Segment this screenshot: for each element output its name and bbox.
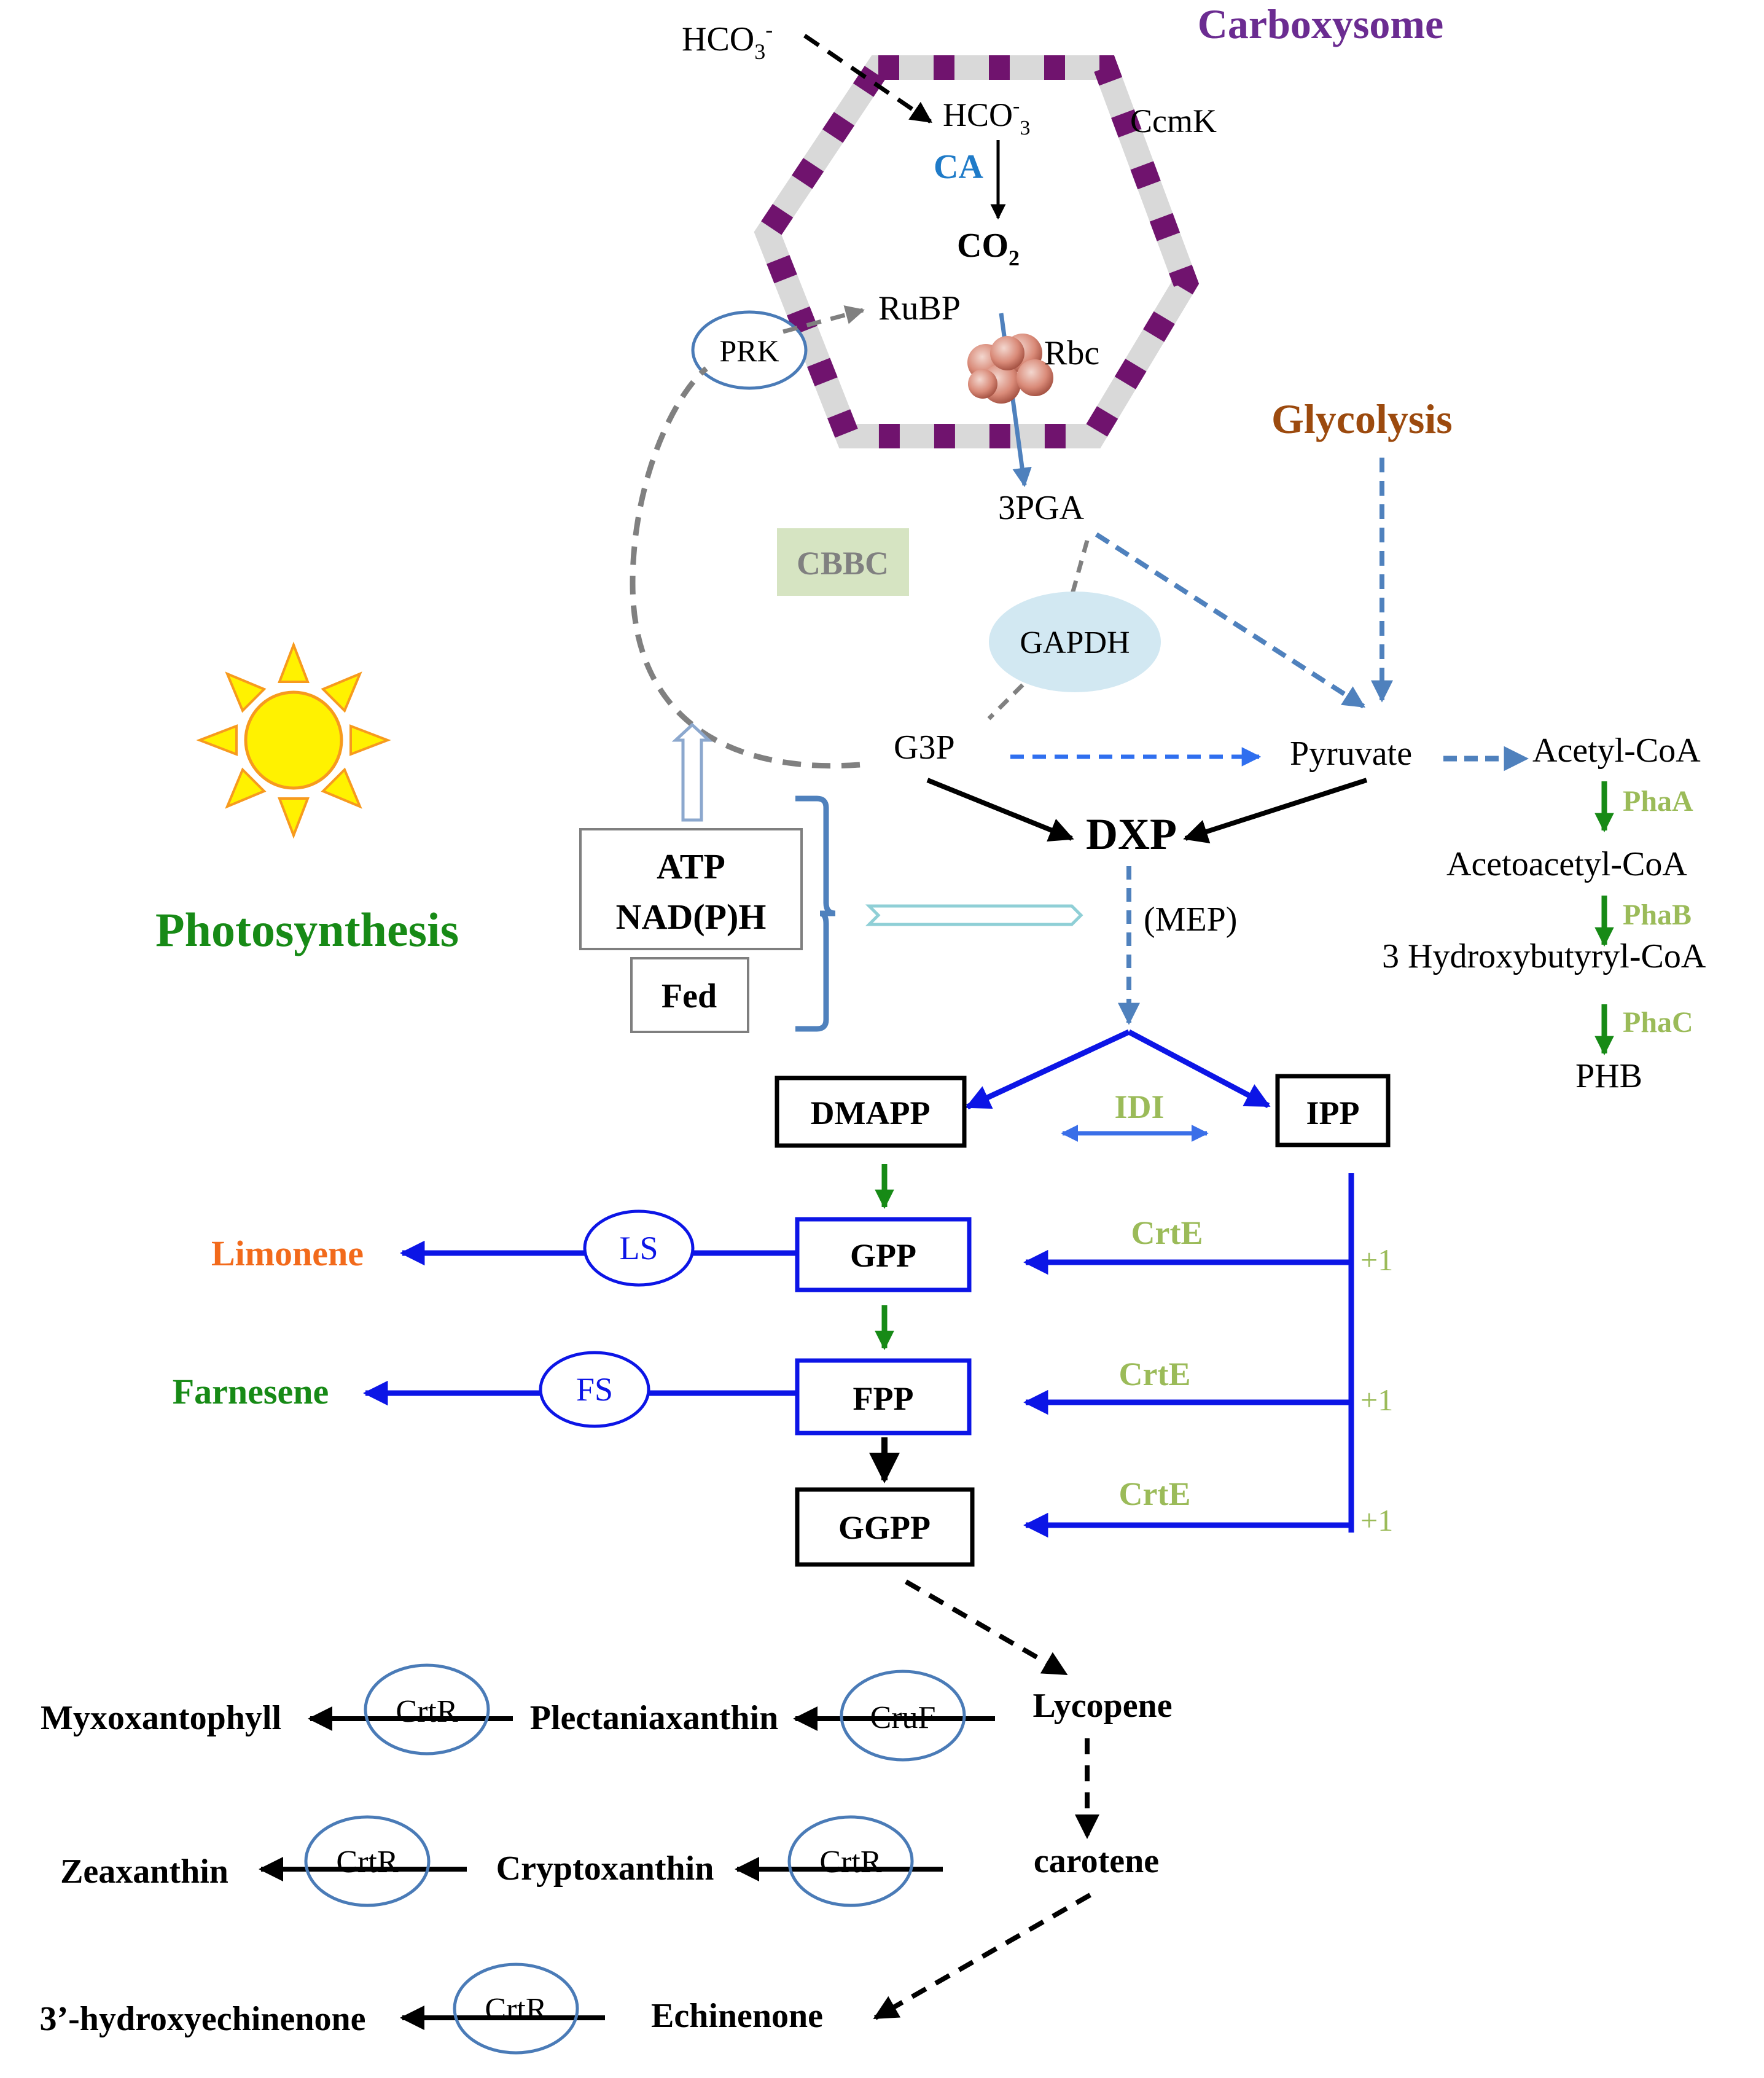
rubp-label: RuBP (878, 289, 961, 327)
3pga-to-pyruvate-arrow (1095, 532, 1366, 709)
crtr-enzyme-3 (304, 1815, 431, 1907)
idi-label: IDI (1114, 1088, 1164, 1125)
g3p-label: G3P (894, 728, 955, 767)
dmapp-box (775, 1076, 967, 1148)
mep-to-dmapp-arrow (965, 1029, 1130, 1110)
carboxysome-shell-icon (754, 55, 1200, 448)
dmapp-label: DMAPP (811, 1095, 931, 1131)
glycolysis-label: Glycolysis (1271, 396, 1453, 442)
energy-up-arrow (671, 722, 713, 822)
g3p-to-dxp-arrow (926, 778, 1074, 842)
plus1-label-3: +1 (1360, 1503, 1393, 1537)
energy-bracket (795, 795, 836, 1032)
carboxysome-title: Carboxysome (1198, 1, 1443, 47)
hco3-inside-label: HCO-3 (943, 95, 1030, 139)
pyruvate-to-dxp-arrow (1183, 778, 1368, 844)
crte-label-1: CrtE (1131, 1214, 1203, 1251)
cbbc-box (777, 528, 909, 596)
prk-label: PRK (719, 334, 779, 368)
mep-to-ipp-arrow (1127, 1029, 1271, 1108)
photosynthesis-label: Photosynthesis (155, 903, 459, 956)
ccmk-label: CcmK (1130, 103, 1217, 139)
3pga-label: 3PGA (998, 489, 1085, 527)
rubisco-icon (967, 334, 1053, 404)
crte-label-3: CrtE (1119, 1475, 1191, 1512)
farnesene-label: Farnesene (173, 1372, 329, 1412)
zeaxanthin-label: Zeaxanthin (60, 1853, 228, 1891)
limonene-label: Limonene (211, 1233, 364, 1273)
crtr-enzyme-1 (364, 1663, 490, 1756)
hco3-uptake-arrow (803, 34, 932, 123)
crtr-enzyme-4 (453, 1963, 579, 2055)
ggpp-box (795, 1487, 975, 1567)
echinenone-label: Echinenone (651, 1997, 823, 2035)
gapdh-label: GAPDH (1020, 625, 1130, 660)
ggpp-to-lycopene-arrow (905, 1579, 1068, 1676)
cruf-enzyme (840, 1670, 966, 1762)
gapdh-enzyme (989, 592, 1161, 692)
fs-enzyme (539, 1351, 650, 1428)
crtr-label-2: CrtR (819, 1845, 881, 1880)
gpp-box (795, 1217, 972, 1292)
fs-label: FS (576, 1371, 613, 1408)
atp-label: ATP (657, 846, 725, 886)
gpp-label: GPP (850, 1237, 916, 1274)
ggpp-label: GGPP (838, 1509, 931, 1546)
phaC-label: PhaC (1623, 1006, 1693, 1039)
crte-label-2: CrtE (1119, 1356, 1191, 1392)
cbbc-label: CBBC (797, 545, 889, 582)
ls-label: LS (619, 1230, 658, 1267)
3pga-gapdh-link (1069, 540, 1090, 596)
phaA-label: PhaA (1623, 785, 1693, 818)
atp-nadph-box (579, 828, 803, 950)
sun-icon (196, 641, 391, 839)
fpp-label: FPP (853, 1380, 914, 1417)
hydroxyechinenone-label: 3’-hydroxyechinenone (40, 2000, 366, 2038)
phaB-label: PhaB (1623, 899, 1692, 931)
carotene-label: carotene (1034, 1842, 1159, 1880)
crtr-label-4: CrtR (485, 1992, 547, 2027)
plus1-label-1: +1 (1360, 1243, 1393, 1277)
acetoacetyl-coa-label: Acetoacetyl-CoA (1446, 845, 1687, 883)
dxp-label: DXP (1086, 810, 1177, 859)
myxoxantophyll-label: Myxoxantophyll (41, 1699, 281, 1737)
phb-label: PHB (1575, 1057, 1642, 1095)
cryptoxanthin-label: Cryptoxanthin (496, 1849, 714, 1888)
co2-label: CO2 (957, 227, 1020, 270)
hydroxybutyryl-coa-label: 3 Hydroxybutyryl-CoA (1382, 937, 1706, 975)
cbb-cycle-arc (630, 366, 861, 769)
acetyl-coa-label: Acetyl-CoA (1532, 732, 1701, 770)
crtr-label-1: CrtR (396, 1694, 458, 1729)
rbc-label: Rbc (1044, 334, 1099, 372)
prk-to-rubp-arrow (782, 305, 865, 334)
fed-box (630, 957, 749, 1033)
cruf-label: CruF (870, 1700, 936, 1735)
carotene-to-echinenone-arrow (873, 1892, 1091, 2020)
plus1-label-2: +1 (1360, 1383, 1393, 1417)
ca-enzyme-label: CA (934, 148, 983, 186)
energy-right-arrow (865, 904, 1083, 926)
gapdh-g3p-link (987, 683, 1024, 721)
ipp-label: IPP (1306, 1095, 1360, 1131)
plectaniaxanthin-label: Plectaniaxanthin (530, 1699, 778, 1737)
prk-enzyme (691, 310, 808, 390)
mep-label: (MEP) (1144, 900, 1237, 939)
lycopene-label: Lycopene (1032, 1687, 1172, 1725)
hco3-outside-label: HCO3- (682, 17, 773, 64)
crtr-enzyme-2 (787, 1815, 914, 1907)
fpp-box (795, 1358, 972, 1435)
crtr-label-3: CrtR (336, 1845, 398, 1880)
ls-enzyme (583, 1209, 695, 1287)
nadph-label: NAD(P)H (616, 897, 767, 937)
ipp-box (1275, 1074, 1391, 1147)
pyruvate-label: Pyruvate (1290, 735, 1412, 773)
fed-label: Fed (662, 977, 717, 1015)
